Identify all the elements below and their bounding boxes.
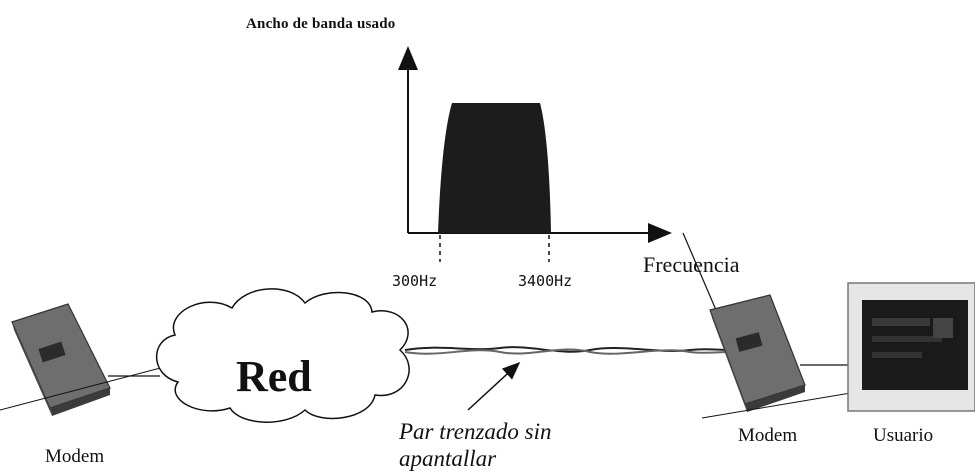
cable-label: Par trenzado sin apantallar bbox=[399, 419, 552, 471]
cable-label-pointer bbox=[467, 361, 521, 411]
freq-high-label: 3400Hz bbox=[518, 272, 573, 290]
modem-right-icon bbox=[709, 294, 806, 412]
spectrum-title: Ancho de banda usado bbox=[246, 16, 396, 32]
cloud-label: Red bbox=[236, 352, 312, 401]
bandwidth-band bbox=[438, 103, 551, 233]
spectrum-plot bbox=[398, 46, 732, 346]
modem-right-label: Modem bbox=[738, 425, 798, 446]
modem-left-label: Modem bbox=[45, 446, 105, 467]
modem-left-icon bbox=[11, 303, 111, 416]
computer-monitor-icon bbox=[847, 282, 975, 412]
user-label: Usuario bbox=[873, 425, 934, 446]
freq-low-label: 300Hz bbox=[392, 272, 438, 290]
cloud-icon bbox=[155, 288, 410, 423]
x-axis-label: Frecuencia bbox=[643, 252, 740, 277]
twisted-pair-cable-icon bbox=[404, 346, 729, 355]
